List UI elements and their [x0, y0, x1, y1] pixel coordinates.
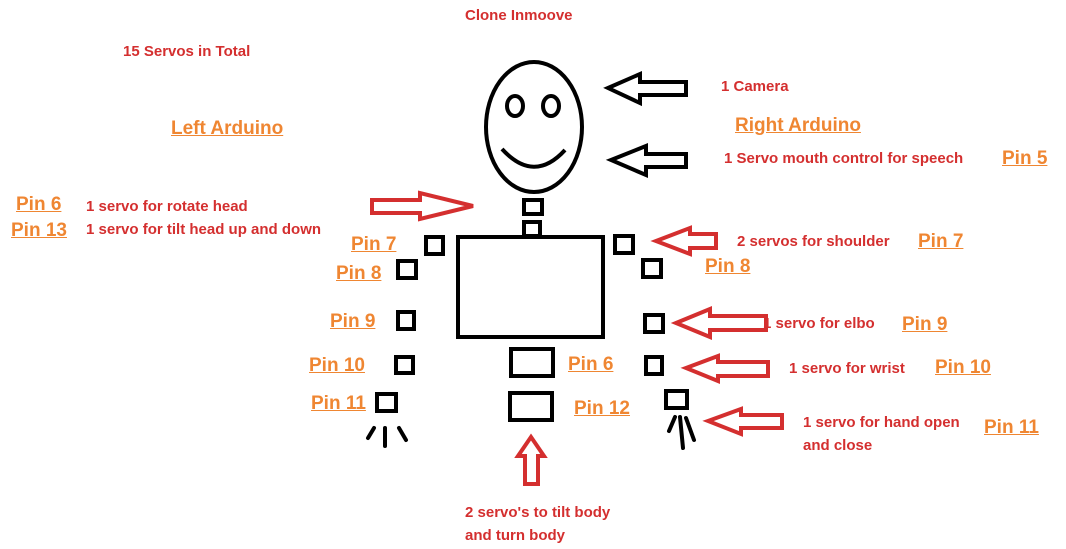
camera-label: 1 Camera: [721, 78, 789, 95]
body-servo-upper: [509, 347, 555, 378]
left-elbow-servo: [396, 310, 416, 331]
right-shoulder-servo-2: [641, 258, 663, 279]
right-shoulder-pin: Pin 7: [918, 231, 964, 252]
right-fingers: [667, 415, 696, 450]
wrist-servo-label: 1 servo for wrist: [789, 360, 905, 377]
right-arduino-heading: Right Arduino: [735, 115, 861, 136]
shoulder-servo-label: 2 servos for shoulder: [737, 233, 890, 250]
tilt-head-label: 1 servo for tilt head up and down: [86, 221, 322, 238]
elbow-servo-label: 1 servo for elbo: [763, 315, 875, 332]
hand-servo-label-line2: and close: [803, 437, 873, 454]
body-upper-pin: Pin 6: [568, 354, 614, 375]
left-shoulder-pin-2: Pin 8: [336, 263, 382, 284]
left-shoulder-servo-1: [424, 235, 445, 256]
rotate-head-pin: Pin 6: [16, 194, 62, 215]
right-elbow-servo: [643, 313, 665, 334]
mouth-pin: Pin 5: [1002, 148, 1048, 169]
right-hand-pin: Pin 11: [984, 417, 1039, 438]
elbow-arrow: [670, 306, 768, 340]
left-fingers: [366, 426, 408, 448]
left-hand-pin: Pin 11: [311, 393, 366, 414]
rotate-head-label: 1 servo for rotate head: [86, 198, 248, 215]
left-wrist-servo: [394, 355, 415, 375]
diagram-title: Clone Inmoove: [465, 7, 573, 24]
wrist-arrow: [680, 353, 770, 384]
hand-servo-label-line1: 1 servo for hand open: [803, 414, 960, 431]
right-hand-servo: [664, 389, 689, 410]
body-servo-lower: [508, 391, 554, 422]
body-servo-label-line1: 2 servo's to tilt body: [465, 504, 611, 521]
neck-upper: [522, 198, 544, 216]
shoulder-arrow: [650, 225, 718, 257]
head-servo-arrow: [370, 190, 474, 222]
camera-arrow: [603, 70, 688, 107]
mouth-arrow: [605, 143, 688, 179]
total-servos-label: 15 Servos in Total: [123, 43, 251, 60]
robot-head: [484, 60, 584, 194]
right-wrist-pin: Pin 10: [935, 357, 991, 378]
left-shoulder-servo-2: [396, 259, 418, 280]
tilt-head-pin: Pin 13: [11, 220, 67, 241]
neck-lower: [522, 220, 542, 238]
mouth: [500, 147, 567, 169]
left-arduino-heading: Left Arduino: [171, 118, 284, 139]
body-arrow: [514, 433, 548, 486]
body-servo-label-line2: and turn body: [465, 527, 565, 544]
right-elbow-pin: Pin 9: [902, 314, 948, 335]
left-eye: [505, 94, 525, 118]
right-shoulder-servo-1: [613, 234, 635, 255]
left-hand-servo: [375, 392, 398, 413]
left-shoulder-pin-1: Pin 7: [351, 234, 397, 255]
right-wrist-servo: [644, 355, 664, 376]
left-elbow-pin: Pin 9: [330, 311, 376, 332]
body-lower-pin: Pin 12: [574, 398, 630, 419]
hand-arrow: [702, 406, 784, 437]
right-eye: [541, 94, 561, 118]
left-wrist-pin: Pin 10: [309, 355, 365, 376]
torso: [456, 235, 605, 339]
right-shoulder-pin-2: Pin 8: [705, 256, 751, 277]
mouth-servo-label: 1 Servo mouth control for speech: [724, 150, 964, 167]
